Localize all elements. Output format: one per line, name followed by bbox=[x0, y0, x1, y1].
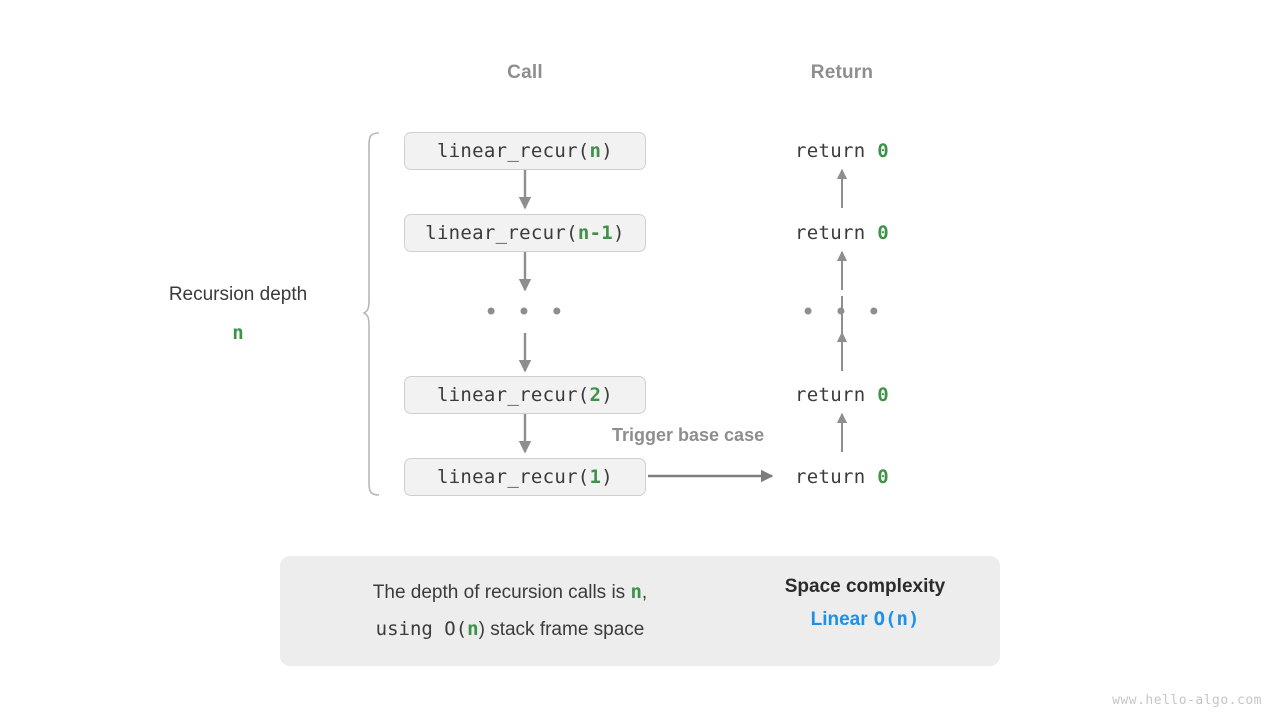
call-frame-suffix: ) bbox=[601, 466, 614, 488]
call-frame-arg: n-1 bbox=[577, 222, 614, 244]
recursion-depth-value: n bbox=[232, 322, 244, 344]
return-value: 0 bbox=[877, 222, 889, 244]
summary-line1-text-a: The depth of recursion calls is bbox=[372, 582, 631, 603]
call-frame-suffix: ) bbox=[601, 384, 614, 406]
summary-description: The depth of recursion calls is n, using… bbox=[300, 574, 720, 648]
summary-line2-variable: n bbox=[467, 618, 479, 640]
return-label: return 0 bbox=[742, 466, 942, 488]
complexity-notation: O(n) bbox=[873, 608, 920, 630]
call-frame-suffix: ) bbox=[601, 140, 614, 162]
call-frame-box: linear_recur(1) bbox=[404, 458, 646, 496]
call-frame-box: linear_recur(n-1) bbox=[404, 214, 646, 252]
call-frame-prefix: linear_recur( bbox=[436, 466, 590, 488]
call-frame-prefix: linear_recur( bbox=[436, 384, 590, 406]
return-text: return bbox=[795, 222, 878, 244]
return-label: return 0 bbox=[742, 222, 942, 244]
column-header-call: Call bbox=[507, 62, 543, 83]
call-frame-arg: 2 bbox=[589, 384, 602, 406]
recursion-depth-label: Recursion depth bbox=[168, 284, 308, 305]
recursion-depth-brace bbox=[362, 132, 380, 496]
summary-line2-text-b: ) stack frame space bbox=[478, 619, 645, 640]
call-frame-prefix: linear_recur( bbox=[425, 222, 578, 244]
call-ellipsis: • • • bbox=[483, 298, 567, 326]
return-value: 0 bbox=[877, 140, 889, 162]
complexity-word: Linear bbox=[810, 609, 868, 630]
watermark: www.hello-algo.com bbox=[1112, 693, 1262, 708]
summary-line1-text-b: , bbox=[641, 582, 648, 603]
call-frame-prefix: linear_recur( bbox=[436, 140, 590, 162]
call-frame-box: linear_recur(n) bbox=[404, 132, 646, 170]
return-value: 0 bbox=[877, 384, 889, 406]
trigger-base-case-label: Trigger base case bbox=[612, 425, 765, 445]
call-frame-arg: n bbox=[589, 140, 602, 162]
return-text: return bbox=[795, 384, 878, 406]
return-label: return 0 bbox=[742, 384, 942, 406]
return-text: return bbox=[795, 466, 878, 488]
return-value: 0 bbox=[877, 466, 889, 488]
return-label: return 0 bbox=[742, 140, 942, 162]
summary-line1-variable: n bbox=[630, 581, 642, 603]
return-ellipsis: • • • bbox=[800, 298, 884, 326]
space-complexity-title: Space complexity bbox=[784, 576, 946, 597]
call-frame-suffix: ) bbox=[613, 222, 625, 244]
column-header-return: Return bbox=[810, 62, 874, 83]
call-frame-arg: 1 bbox=[589, 466, 602, 488]
call-frame-box: linear_recur(2) bbox=[404, 376, 646, 414]
return-text: return bbox=[795, 140, 878, 162]
summary-panel: The depth of recursion calls is n, using… bbox=[280, 556, 1000, 666]
summary-line2-text-a: using O( bbox=[375, 618, 468, 640]
